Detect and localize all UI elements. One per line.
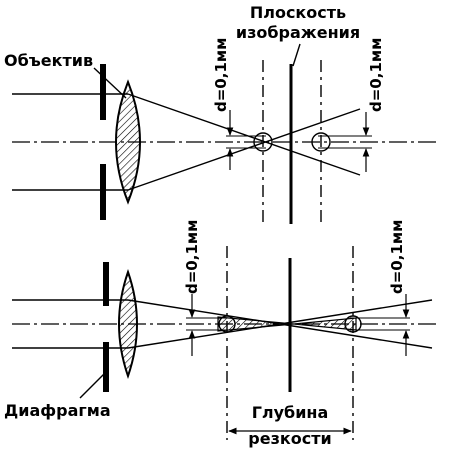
top-right-dimension-label: d=0,1мм: [367, 38, 385, 112]
top-lens: [115, 79, 141, 205]
bottom-right-dimension-label: d=0,1мм: [388, 220, 406, 294]
lens-label: Объектив: [4, 51, 93, 70]
image-plane-label-line2: изображения: [236, 23, 360, 42]
depth-of-field-label-line2: резкости: [248, 429, 331, 448]
top-circle-of-confusion-right: [311, 132, 331, 152]
image-plane-label-line1: Плоскость: [250, 3, 346, 22]
bottom-cone-right: [293, 317, 357, 331]
bottom-diagram: [12, 246, 440, 440]
top-ray-cone-lower: [127, 108, 361, 191]
aperture-label: Диафрагма: [4, 401, 111, 420]
top-circle-of-confusion-left: [253, 132, 273, 152]
top-left-dimension-label: d=0,1мм: [212, 38, 230, 112]
bottom-lens: [118, 268, 138, 380]
bottom-ray-cone-lower: [127, 299, 433, 349]
image-plane-leader: [292, 43, 301, 67]
lens-leader: [93, 67, 127, 99]
depth-of-field-label-line1: Глубина: [252, 403, 329, 422]
aperture-leader: [79, 373, 105, 399]
bottom-left-dimension-label: d=0,1мм: [183, 220, 201, 294]
top-diagram: [12, 43, 440, 224]
